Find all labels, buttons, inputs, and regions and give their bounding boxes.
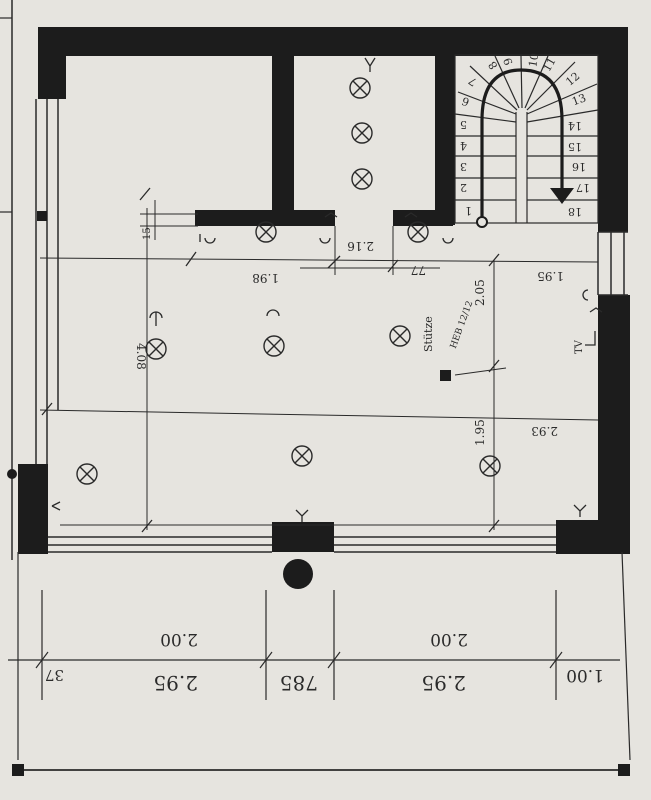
- ceiling-light-icon: [263, 335, 285, 357]
- interior-dimension-lines: [39, 200, 599, 530]
- ceiling-light-icon: [145, 338, 167, 360]
- stair-step-numbers: 1 2 3 4 5 6 7 8 9 10 11 12 13 14 15 16 1…: [460, 52, 590, 218]
- wall-partition-left: [272, 50, 294, 215]
- ceiling-light-icon: [351, 122, 373, 144]
- dim-label-2-00-left: 2.00: [160, 629, 198, 649]
- wall-right-upper: [598, 27, 628, 232]
- socket-icon: [319, 237, 331, 244]
- frame-corner-mark-right: [618, 764, 630, 776]
- dim-label-2-93: 2.93: [531, 424, 558, 438]
- wall-top: [38, 27, 628, 56]
- step-number: 17: [576, 181, 590, 194]
- interior-dimension-labels: 4.08 2.05 1.95 1.98 2.16 77 1.95 2.93 15: [134, 227, 564, 446]
- ceiling-light-icon: [407, 221, 429, 243]
- left-glazing: [35, 99, 59, 464]
- dimension-ticks: [41, 187, 500, 533]
- ceiling-light-icon: [76, 463, 98, 485]
- steel-column: [440, 370, 451, 381]
- dim-label-1-95-right: 1.95: [537, 269, 564, 283]
- step-number: 3: [460, 160, 467, 173]
- socket-icon: [149, 311, 163, 326]
- frame-corner-mark-left: [12, 764, 24, 776]
- stair-direction-arrow: [480, 68, 564, 220]
- socket-icon: [51, 501, 61, 511]
- step-number: 6: [460, 94, 471, 109]
- ceiling-lights: [76, 77, 501, 485]
- step-number: 15: [568, 140, 582, 153]
- dim-label-785: 785: [280, 671, 318, 695]
- step-number: 5: [460, 118, 467, 131]
- dim-label-2-05: 2.05: [473, 279, 487, 306]
- column-leader-line: [454, 367, 507, 376]
- switch-icon: [295, 509, 309, 522]
- switch-icon: [589, 307, 603, 313]
- stair-arrow-head: [550, 188, 574, 204]
- dim-label-2-95-right: 2.95: [421, 671, 466, 695]
- electrical-symbols: [51, 57, 603, 522]
- column-label: Stütze: [422, 316, 435, 352]
- step-number: 11: [540, 55, 558, 74]
- dim-label-2-16: 2.16: [347, 239, 374, 253]
- bottom-dimension-chain: [8, 590, 620, 700]
- dim-label-2-00-right: 2.00: [430, 629, 468, 649]
- step-number: 10: [526, 52, 541, 68]
- dim-label-4-08: 4.08: [134, 343, 148, 370]
- step-number: 9: [501, 56, 516, 67]
- wall-left-upper: [38, 27, 66, 99]
- stair-start-circle: [476, 216, 488, 228]
- right-glazing: [597, 231, 628, 296]
- left-outside-dot: [7, 469, 17, 479]
- dim-label-37: 37: [45, 666, 64, 684]
- dim-label-1-95: 1.95: [473, 419, 487, 446]
- left-wall-marker: [37, 211, 47, 221]
- step-number: 14: [568, 119, 582, 132]
- staircase: [454, 54, 599, 224]
- wall-bottom-center-pier: [272, 522, 334, 552]
- wall-bottom-right-pier: [556, 520, 630, 554]
- wall-stub-left: [195, 210, 335, 226]
- dim-label-2-95-left: 2.95: [153, 671, 198, 695]
- socket-icon: [582, 289, 589, 301]
- dim-label-15: 15: [142, 227, 153, 240]
- bottom-glazing: [48, 536, 556, 553]
- wall-partition-right: [435, 50, 455, 225]
- ceiling-light-icon: [291, 445, 313, 467]
- terrace-right-edge: [621, 551, 631, 761]
- ceiling-light-icon: [255, 221, 277, 243]
- dim-label-77: 77: [411, 263, 426, 277]
- socket-icon: [199, 234, 216, 244]
- wall-stub-right: [393, 210, 453, 226]
- tv-socket-icon: [585, 331, 596, 346]
- socket-icon: [266, 309, 280, 317]
- wall-bottom-left-pier: [18, 464, 48, 554]
- ceiling-light-icon: [351, 168, 373, 190]
- bottom-dimension-labels: 37 2.95 2.00 785 2.95 2.00 1.00: [45, 629, 604, 695]
- step-number: 1: [465, 204, 472, 217]
- ceiling-light-icon: [479, 455, 501, 477]
- ceiling-light-icon: [349, 77, 371, 99]
- dim-label-1-98: 1.98: [252, 271, 279, 285]
- socket-icon: [442, 237, 454, 244]
- wall-right-lower: [598, 295, 630, 552]
- switch-icon: [364, 57, 376, 72]
- tv-label: TV: [574, 339, 585, 354]
- step-number: 16: [572, 160, 586, 173]
- exterior-post-circle: [283, 559, 313, 589]
- switch-icon: [404, 212, 418, 218]
- ceiling-light-icon: [389, 325, 411, 347]
- switch-icon: [324, 212, 338, 218]
- step-number: 4: [460, 139, 467, 152]
- step-number: 2: [460, 181, 467, 194]
- step-number: 13: [570, 91, 588, 108]
- step-number: 18: [568, 205, 582, 218]
- switch-icon: [573, 504, 587, 517]
- dim-label-1-00: 1.00: [566, 665, 604, 685]
- walls: [18, 27, 630, 554]
